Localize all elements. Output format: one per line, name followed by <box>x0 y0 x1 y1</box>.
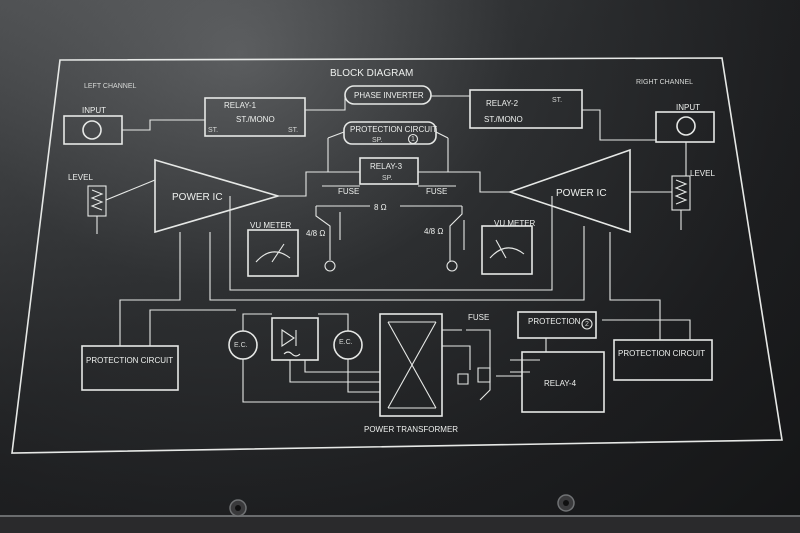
relay1-st-right: ST. <box>288 127 298 134</box>
vu-meter-right-needle-icon <box>489 239 525 259</box>
speaker-terminal-left <box>324 260 336 272</box>
left-channel-label: LEFT CHANNEL <box>84 83 136 90</box>
power-ic-left <box>154 158 281 234</box>
level-right-label: LEVEL <box>690 169 715 178</box>
8-ohm-label: 8 Ω <box>374 203 387 212</box>
protection-circuit-left-box <box>81 345 179 391</box>
power-ic-right-label: POWER IC <box>556 188 607 199</box>
power-transformer-label: POWER TRANSFORMER <box>364 425 458 434</box>
relay3-box <box>359 157 419 185</box>
relay1-st-left: ST. <box>208 127 218 134</box>
vu-meter-right-label: VU METER <box>494 219 536 228</box>
input-left-label: INPUT <box>82 106 106 115</box>
protection-circuit-left-label: PROTECTION CIRCUIT <box>86 356 173 365</box>
relay2-label: RELAY-2 <box>486 99 519 108</box>
ec-left-label: E.C. <box>234 342 248 349</box>
vu-meter-left <box>247 229 299 277</box>
chassis-edge <box>0 515 800 533</box>
protection-2-box <box>517 311 597 339</box>
level-left-label: LEVEL <box>68 173 93 182</box>
4-8-ohm-right-label: 4/8 Ω <box>424 227 443 236</box>
relay3-label: RELAY-3 <box>370 162 403 171</box>
badge-1 <box>407 133 419 145</box>
right-channel-label: RIGHT CHANNEL <box>636 79 693 86</box>
power-ic-left-label: POWER IC <box>172 192 223 203</box>
protection-circuit-1-sp: SP. <box>372 137 382 144</box>
relay3-sp-label: SP. <box>382 175 392 182</box>
power-ic-right <box>507 148 631 234</box>
input-right-label: INPUT <box>676 103 700 112</box>
relay4-box <box>521 351 605 413</box>
vu-meter-right <box>481 225 533 275</box>
badge-1-number: 1 <box>411 136 415 143</box>
protection-circuit-1-label: PROTECTION CIRCUIT <box>350 125 437 134</box>
relay2-st-label: ST. <box>552 97 562 104</box>
power-transformer-box <box>379 313 443 417</box>
speaker-terminal-right <box>446 260 458 272</box>
relay2-box <box>469 89 583 129</box>
phase-inverter-box <box>344 85 432 105</box>
vu-meter-left-needle-icon <box>255 243 291 263</box>
phase-inverter-label: PHASE INVERTER <box>354 91 424 100</box>
screw-left <box>229 499 247 517</box>
protection-2-label: PROTECTION <box>528 317 581 326</box>
fuse-left-label: FUSE <box>338 187 359 196</box>
relay1-box <box>204 97 306 137</box>
vu-meter-left-label: VU METER <box>250 221 292 230</box>
input-left-jack-icon <box>82 120 102 140</box>
relay2-mode-label: ST./MONO <box>484 115 523 124</box>
bridge-rectifier-icon <box>271 317 319 361</box>
power-switch-icon <box>457 367 491 385</box>
relay1-label: RELAY-1 <box>224 101 257 110</box>
relay4-label: RELAY-4 <box>544 379 577 388</box>
input-right-box <box>655 111 715 143</box>
badge-2 <box>581 318 593 330</box>
screw-right <box>557 494 575 512</box>
ec-right-label: E.C. <box>339 339 353 346</box>
diagram-border <box>11 57 783 454</box>
input-right-jack-icon <box>676 116 696 136</box>
relay1-mode-label: ST./MONO <box>236 115 275 124</box>
badge-2-number: 2 <box>585 321 589 328</box>
protection-circuit-right-box <box>613 339 713 381</box>
diagram-title: BLOCK DIAGRAM <box>330 68 413 79</box>
fuse-right-label: FUSE <box>426 187 447 196</box>
fuse-main-label: FUSE <box>468 313 489 322</box>
protection-circuit-1-box <box>343 121 437 145</box>
4-8-ohm-left-label: 4/8 Ω <box>306 229 325 238</box>
protection-circuit-right-label: PROTECTION CIRCUIT <box>618 349 705 358</box>
